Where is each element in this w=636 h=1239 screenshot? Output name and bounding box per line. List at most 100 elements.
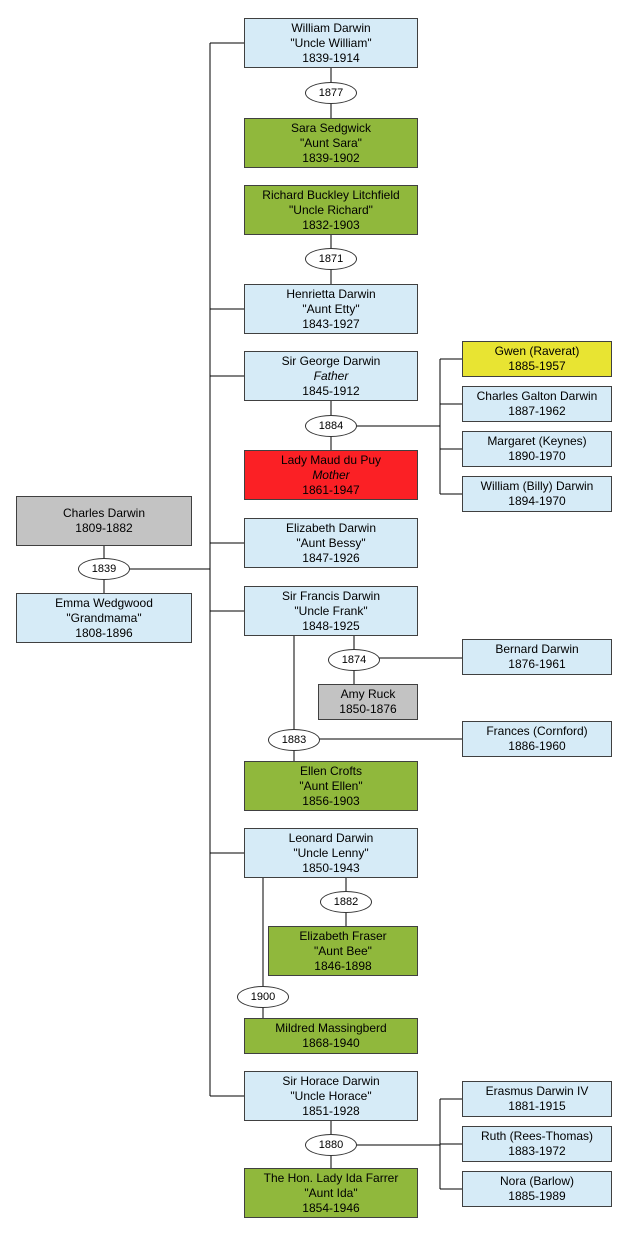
person-years: 1854-1946 — [302, 1200, 360, 1215]
person-name: Henrietta Darwin — [286, 286, 376, 301]
marriage-year-badge-1884: 1884 — [305, 415, 357, 437]
person-subtitle: "Uncle Richard" — [289, 202, 373, 217]
person-years: 1832-1903 — [302, 217, 360, 232]
person-box-francis-darwin[interactable]: Sir Francis Darwin"Uncle Frank"1848-1925 — [244, 586, 418, 636]
person-name: Amy Ruck — [340, 687, 396, 701]
person-box-sara-sedgwick[interactable]: Sara Sedgwick"Aunt Sara"1839-1902 — [244, 118, 418, 168]
marriage-year-badge-1839: 1839 — [78, 558, 130, 580]
person-years: 1809-1882 — [75, 521, 133, 535]
person-box-horace-darwin[interactable]: Sir Horace Darwin"Uncle Horace"1851-1928 — [244, 1071, 418, 1121]
marriage-year-badge-1871: 1871 — [305, 248, 357, 270]
person-years: 1886-1960 — [508, 739, 566, 753]
person-box-richard-buckley-litchfield[interactable]: Richard Buckley Litchfield"Uncle Richard… — [244, 185, 418, 235]
person-name: Richard Buckley Litchfield — [262, 187, 400, 202]
person-years: 1868-1940 — [302, 1036, 360, 1050]
person-name: Charles Darwin — [62, 506, 146, 520]
person-name: Elizabeth Darwin — [285, 520, 377, 535]
person-box-ida-farrer[interactable]: The Hon. Lady Ida Farrer"Aunt Ida"1854-1… — [244, 1168, 418, 1218]
person-name: The Hon. Lady Ida Farrer — [263, 1170, 399, 1185]
marriage-year-badge-1883: 1883 — [268, 729, 320, 751]
person-name: Mildred Massingberd — [275, 1021, 387, 1035]
person-years: 1890-1970 — [508, 449, 566, 463]
person-name: Frances (Cornford) — [486, 724, 588, 738]
person-years: 1876-1961 — [508, 657, 566, 671]
marriage-year-badge-1880: 1880 — [305, 1134, 357, 1156]
person-years: 1883-1972 — [508, 1144, 566, 1158]
person-box-henrietta-darwin[interactable]: Henrietta Darwin"Aunt Etty"1843-1927 — [244, 284, 418, 334]
person-years: 1847-1926 — [302, 550, 360, 565]
person-years: 1861-1947 — [302, 482, 360, 497]
person-subtitle: "Aunt Ellen" — [299, 778, 363, 793]
person-subtitle: Father — [313, 368, 349, 383]
person-subtitle: "Aunt Etty" — [302, 301, 360, 316]
marriage-year-badge-1882: 1882 — [320, 891, 372, 913]
person-box-margaret-keynes[interactable]: Margaret (Keynes)1890-1970 — [462, 431, 612, 467]
person-years: 1894-1970 — [508, 494, 566, 508]
marriage-year-badge-1877: 1877 — [305, 82, 357, 104]
person-box-william-darwin[interactable]: William Darwin"Uncle William"1839-1914 — [244, 18, 418, 68]
person-box-frances-cornford[interactable]: Frances (Cornford)1886-1960 — [462, 721, 612, 757]
person-name: Sir Horace Darwin — [282, 1073, 380, 1088]
person-box-nora-barlow[interactable]: Nora (Barlow)1885-1989 — [462, 1171, 612, 1207]
person-box-ellen-crofts[interactable]: Ellen Crofts"Aunt Ellen"1856-1903 — [244, 761, 418, 811]
person-box-emma-wedgwood[interactable]: Emma Wedgwood"Grandmama"1808-1896 — [16, 593, 192, 643]
person-years: 1839-1902 — [302, 150, 360, 165]
person-name: Emma Wedgwood — [55, 595, 153, 610]
person-years: 1851-1928 — [302, 1103, 360, 1118]
person-years: 1839-1914 — [302, 50, 360, 65]
person-years: 1881-1915 — [508, 1099, 566, 1113]
person-years: 1856-1903 — [302, 793, 360, 808]
marriage-year-badge-1874: 1874 — [328, 649, 380, 671]
person-subtitle: "Aunt Bee" — [314, 943, 372, 958]
person-years: 1885-1957 — [508, 359, 566, 373]
person-subtitle: "Uncle Lenny" — [293, 845, 369, 860]
person-subtitle: "Aunt Bessy" — [296, 535, 366, 550]
person-name: Elizabeth Fraser — [299, 928, 387, 943]
person-name: Margaret (Keynes) — [487, 434, 587, 448]
person-name: Nora (Barlow) — [499, 1174, 574, 1188]
person-subtitle: "Uncle Frank" — [294, 603, 368, 618]
person-box-elizabeth-darwin[interactable]: Elizabeth Darwin"Aunt Bessy"1847-1926 — [244, 518, 418, 568]
person-name: Ellen Crofts — [299, 763, 363, 778]
person-box-elizabeth-fraser[interactable]: Elizabeth Fraser"Aunt Bee"1846-1898 — [268, 926, 418, 976]
person-subtitle: Mother — [312, 467, 350, 482]
person-name: Leonard Darwin — [288, 830, 374, 845]
person-name: Charles Galton Darwin — [476, 389, 598, 403]
person-years: 1845-1912 — [302, 383, 360, 398]
person-name: William Darwin — [291, 20, 371, 35]
person-name: Sir George Darwin — [281, 353, 381, 368]
person-subtitle: "Aunt Sara" — [300, 135, 362, 150]
person-name: Gwen (Raverat) — [494, 344, 580, 358]
person-box-gwen-raverat[interactable]: Gwen (Raverat)1885-1957 — [462, 341, 612, 377]
person-name: Lady Maud du Puy — [280, 452, 382, 467]
person-subtitle: "Uncle Horace" — [290, 1088, 372, 1103]
person-box-leonard-darwin[interactable]: Leonard Darwin"Uncle Lenny"1850-1943 — [244, 828, 418, 878]
person-years: 1850-1943 — [302, 860, 360, 875]
person-years: 1887-1962 — [508, 404, 566, 418]
person-name: Ruth (Rees-Thomas) — [480, 1129, 594, 1143]
person-name: William (Billy) Darwin — [480, 479, 594, 493]
person-name: Erasmus Darwin IV — [485, 1084, 589, 1098]
person-subtitle: "Uncle William" — [290, 35, 372, 50]
person-years: 1850-1876 — [339, 702, 397, 716]
person-years: 1885-1989 — [508, 1189, 566, 1203]
marriage-year-badge-1900: 1900 — [237, 986, 289, 1008]
person-subtitle: "Aunt Ida" — [304, 1185, 358, 1200]
person-years: 1846-1898 — [314, 958, 372, 973]
person-name: Bernard Darwin — [495, 642, 579, 656]
person-name: Sara Sedgwick — [290, 120, 372, 135]
person-years: 1843-1927 — [302, 316, 360, 331]
person-box-ruth-rees-thomas[interactable]: Ruth (Rees-Thomas)1883-1972 — [462, 1126, 612, 1162]
person-subtitle: "Grandmama" — [66, 610, 142, 625]
person-years: 1808-1896 — [75, 625, 133, 640]
